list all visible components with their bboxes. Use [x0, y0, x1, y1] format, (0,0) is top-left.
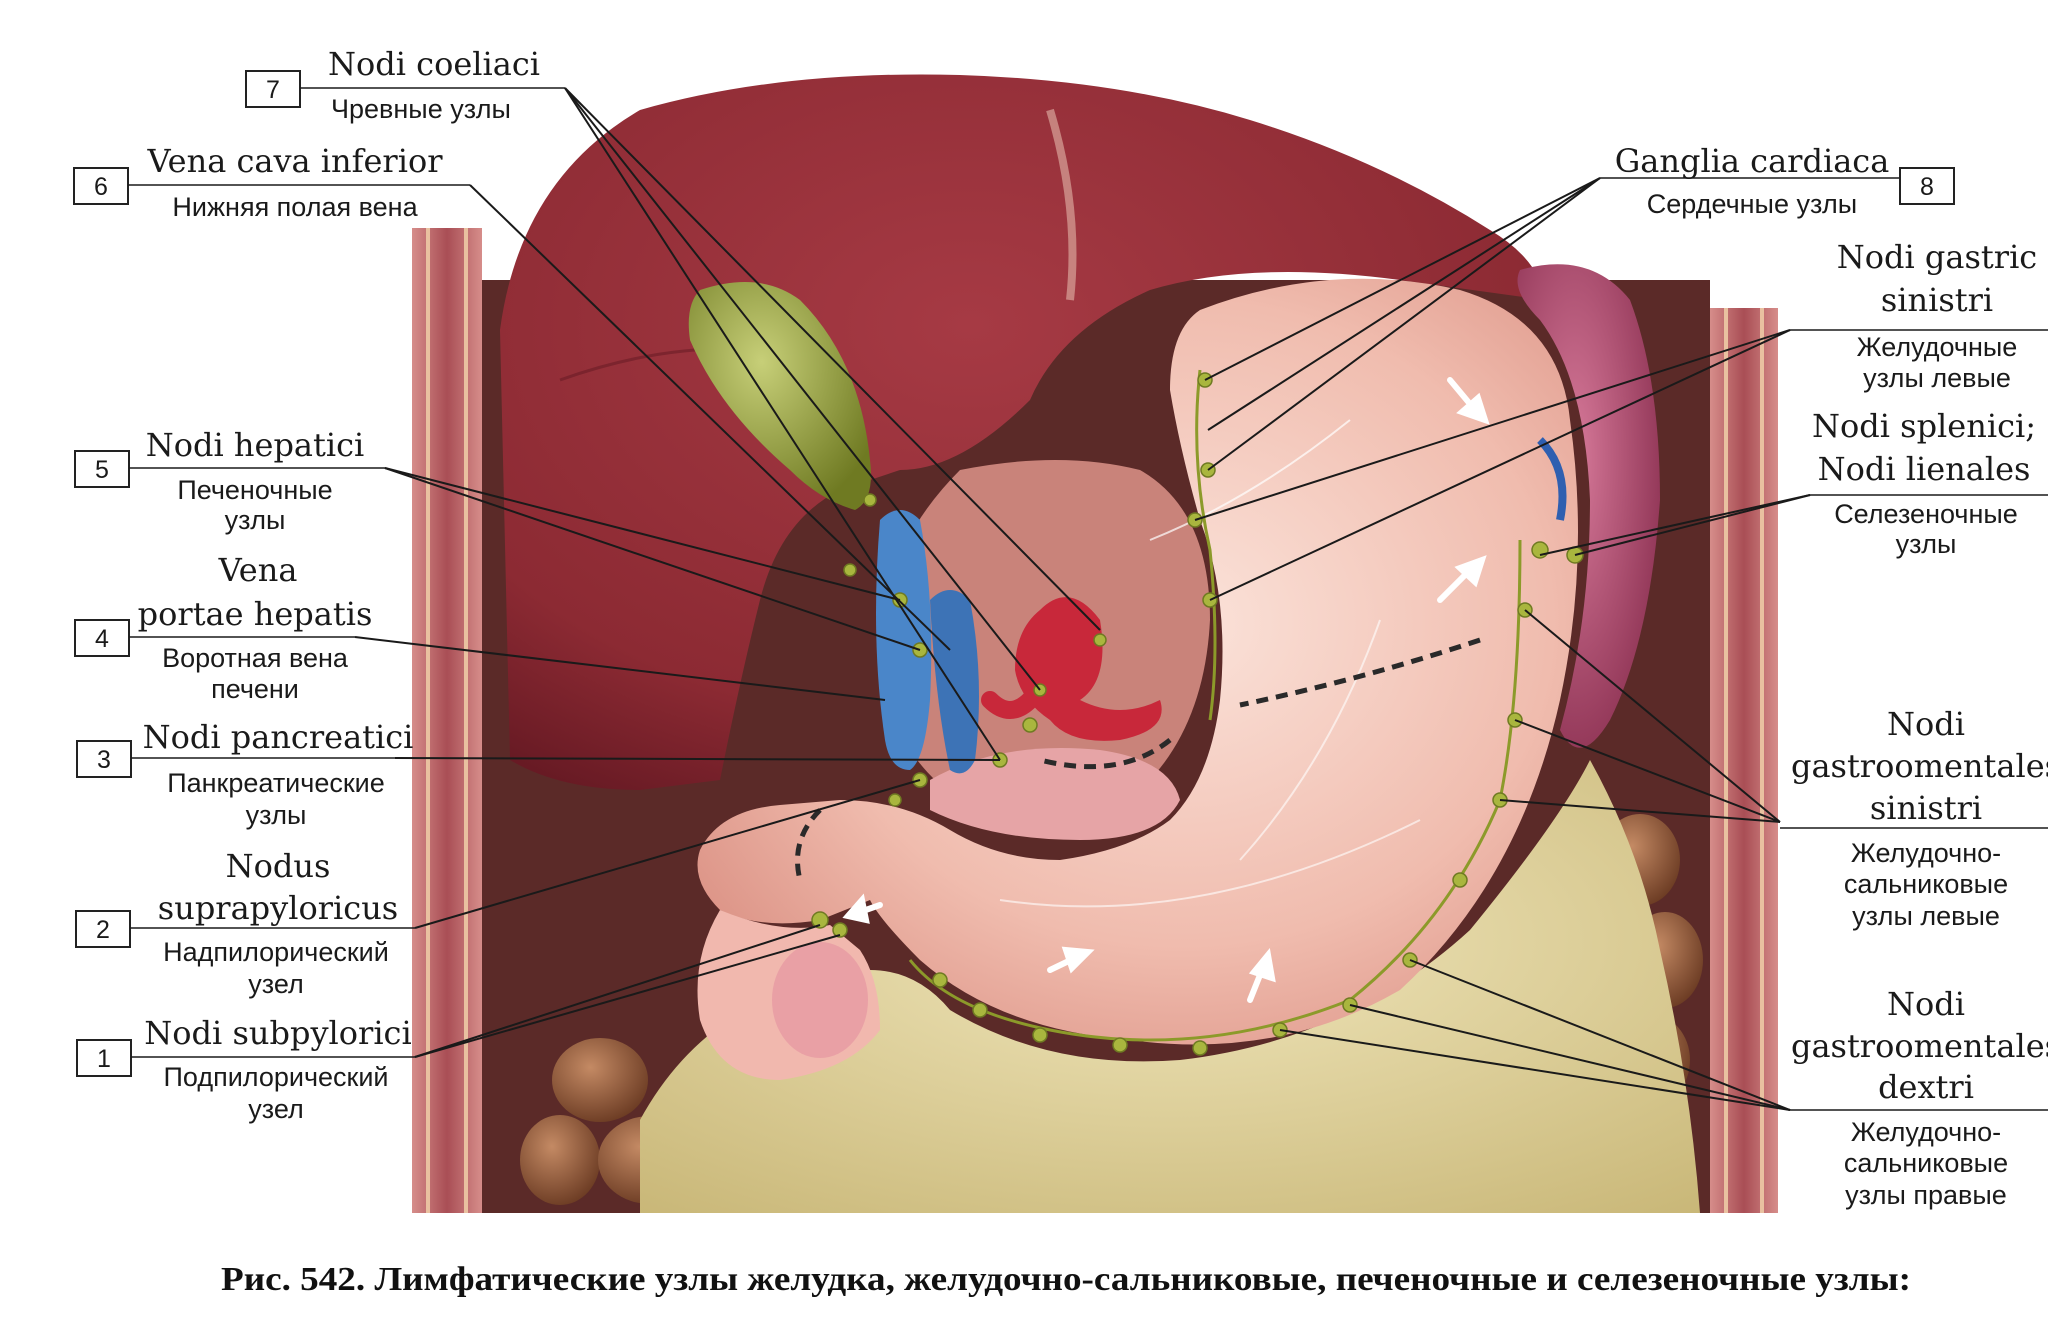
svg-text:Печеночные: Печеночные	[177, 475, 332, 505]
svg-text:печени: печени	[211, 674, 299, 704]
svg-text:Vena cava inferior: Vena cava inferior	[146, 142, 443, 180]
svg-text:1: 1	[97, 1045, 111, 1073]
label-number: 7	[266, 76, 280, 104]
svg-text:Nodi hepatici: Nodi hepatici	[146, 426, 365, 464]
svg-text:Nodi gastric: Nodi gastric	[1837, 238, 2037, 276]
label-5-nodi-hepatici: Nodi hepatici 5 Печеночные узлы	[74, 426, 385, 535]
label-2-nodus-suprapyloricus: Nodus suprapyloricus 2 Надпилорический у…	[75, 847, 415, 999]
liver	[500, 74, 1545, 790]
anatomical-illustration	[412, 74, 1778, 1213]
svg-text:2: 2	[96, 916, 110, 944]
svg-text:dextri: dextri	[1878, 1068, 1974, 1106]
svg-text:suprapyloricus: suprapyloricus	[158, 889, 398, 927]
svg-text:3: 3	[97, 746, 111, 774]
svg-text:Селезеночные: Селезеночные	[1834, 499, 2018, 529]
label-nodi-gastroomentales-sinistri: Nodi gastroomentales sinistri Желудочно-…	[1780, 705, 2048, 931]
svg-text:Vena: Vena	[218, 551, 298, 589]
label-8-ganglia-cardiaca: Ganglia cardiaca 8 Сердечные узлы	[1600, 142, 1955, 219]
svg-text:сальниковые: сальниковые	[1844, 869, 2008, 899]
celiac-arteries	[1015, 597, 1162, 741]
label-nodi-splenici: Nodi splenici; Nodi lienales Селезеночны…	[1810, 407, 2048, 559]
abdominal-wall-right	[1710, 308, 1778, 1213]
svg-text:sinistri: sinistri	[1870, 789, 1982, 827]
svg-text:Чревные узлы: Чревные узлы	[331, 94, 511, 124]
svg-text:узлы левые: узлы левые	[1852, 901, 2000, 931]
label-nodi-gastroomentales-dextri: Nodi gastroomentales dextri Желудочно- с…	[1790, 985, 2048, 1210]
svg-text:6: 6	[94, 173, 108, 201]
abdominal-wall-left	[412, 228, 482, 1213]
svg-text:узлы: узлы	[246, 800, 307, 830]
svg-text:sinistri: sinistri	[1881, 281, 1993, 319]
label-7-nodi-coeliaci: 7 Nodi coeliaci Чревные узлы	[245, 45, 565, 124]
svg-text:4: 4	[95, 625, 109, 653]
svg-text:Надпилорический: Надпилорический	[163, 937, 389, 967]
gallbladder	[688, 282, 871, 510]
svg-text:Нижняя полая вена: Нижняя полая вена	[172, 192, 418, 222]
svg-text:Сердечные узлы: Сердечные узлы	[1647, 189, 1857, 219]
svg-text:узлы левые: узлы левые	[1863, 363, 2011, 393]
lymph-flow-arrows	[842, 377, 1490, 1003]
leader-lines	[354, 87, 1811, 1111]
svg-text:Nodi pancreatici: Nodi pancreatici	[143, 718, 414, 756]
svg-text:gastroomentales: gastroomentales	[1791, 1027, 2048, 1065]
svg-text:Желудочные: Желудочные	[1857, 332, 2018, 362]
svg-text:Nodus: Nodus	[226, 847, 331, 885]
svg-text:узел: узел	[248, 1094, 303, 1124]
svg-text:Nodi: Nodi	[1887, 705, 1965, 743]
inferior-vena-cava	[930, 590, 979, 774]
label-6-vena-cava-inferior: 6 Vena cava inferior Нижняя полая вена	[73, 142, 470, 222]
svg-text:gastroomentales: gastroomentales	[1791, 747, 2048, 785]
spleen	[1517, 264, 1660, 748]
label-1-nodi-subpylorici: Nodi subpylorici 1 Подпилорический узел	[76, 1014, 415, 1124]
svg-text:сальниковые: сальниковые	[1844, 1148, 2008, 1178]
svg-text:узел: узел	[248, 969, 303, 999]
stomach	[697, 278, 1578, 1045]
pancreas	[930, 748, 1180, 840]
svg-text:узлы правые: узлы правые	[1845, 1180, 2007, 1210]
svg-text:5: 5	[95, 456, 109, 484]
svg-text:8: 8	[1920, 173, 1934, 201]
svg-text:Ganglia cardiaca: Ganglia cardiaca	[1615, 142, 1890, 180]
svg-text:Воротная вена: Воротная вена	[162, 643, 349, 673]
svg-text:Nodi lienales: Nodi lienales	[1818, 450, 2031, 488]
svg-text:Nodi subpylorici: Nodi subpylorici	[144, 1014, 411, 1052]
portal-vein	[876, 510, 932, 770]
greater-omentum	[640, 760, 1700, 1213]
svg-text:узлы: узлы	[225, 505, 286, 535]
svg-text:узлы: узлы	[1896, 529, 1957, 559]
svg-text:Nodi: Nodi	[1887, 985, 1965, 1023]
svg-text:Nodi splenici;: Nodi splenici;	[1812, 407, 2036, 445]
svg-text:Подпилорический: Подпилорический	[163, 1062, 388, 1092]
svg-text:Панкреатические: Панкреатические	[167, 768, 385, 798]
svg-text:Nodi coeliaci: Nodi coeliaci	[328, 45, 540, 83]
figure-caption: Рис. 542. Лимфатические узлы желудка, же…	[221, 1261, 1911, 1298]
label-4-vena-portae-hepatis: Vena portae hepatis 4 Воротная вена пече…	[74, 551, 373, 704]
svg-text:portae hepatis: portae hepatis	[138, 595, 373, 633]
svg-text:Желудочно-: Желудочно-	[1851, 838, 2001, 868]
dashed-flow-path	[1239, 637, 1481, 708]
label-3-nodi-pancreatici: Nodi pancreatici 3 Панкреатические узлы	[76, 718, 414, 830]
label-nodi-gastric-sinistri: Nodi gastric sinistri Желудочные узлы ле…	[1790, 238, 2048, 393]
svg-text:Желудочно-: Желудочно-	[1851, 1117, 2001, 1147]
